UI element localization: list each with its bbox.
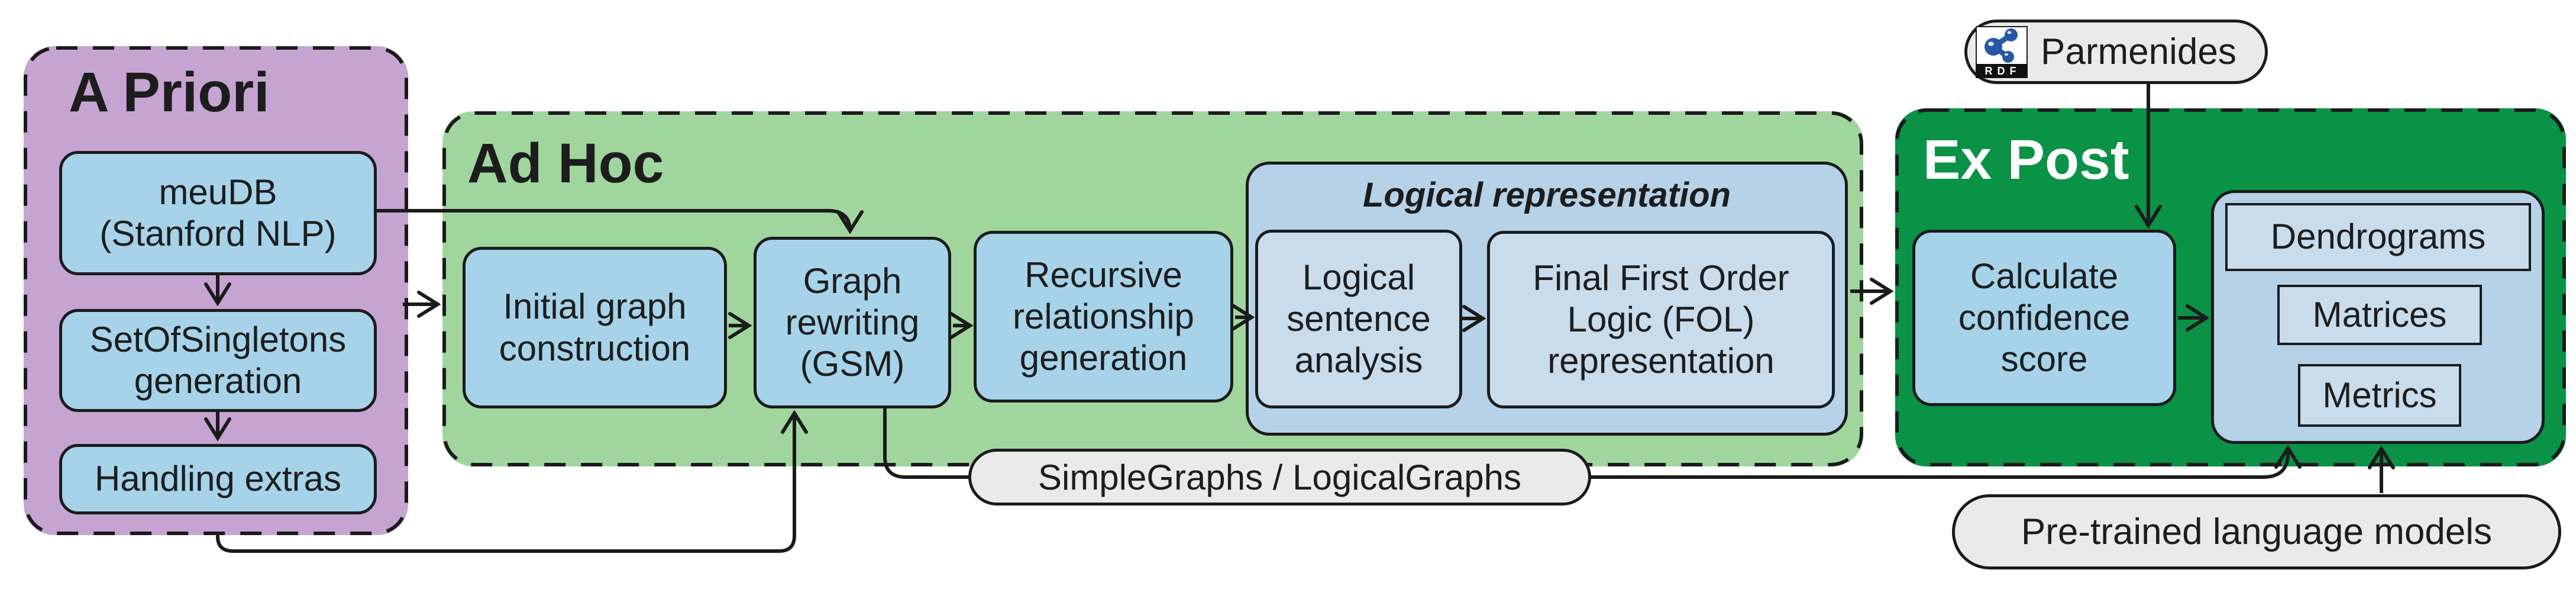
a-priori-title: A Priori bbox=[69, 61, 270, 124]
ex-post-dashed-border bbox=[1895, 108, 2566, 466]
ad-hoc-title: Ad Hoc bbox=[467, 132, 664, 195]
node-meudb: meuDB (Stanford NLP) bbox=[59, 151, 377, 275]
rdf-icon: RDF bbox=[1976, 25, 2028, 78]
node-logical-sentence-analysis: Logical sentence analysis bbox=[1255, 230, 1462, 408]
rdf-icon-label: RDF bbox=[1985, 65, 2021, 77]
logical-representation-title: Logical representation bbox=[1362, 176, 1731, 214]
node-set-of-singletons: SetOfSingletons generation bbox=[59, 309, 377, 412]
node-recursive-relationship: Recursive relationship generation bbox=[974, 231, 1233, 403]
arrow-meudb-to-gsm bbox=[377, 209, 864, 234]
simplegraphs-pill: SimpleGraphs / LogicalGraphs bbox=[968, 449, 1591, 506]
node-fol-representation: Final First Order Logic (FOL) representa… bbox=[1487, 231, 1835, 408]
pretrained-models-pill: Pre-trained language models bbox=[1952, 494, 2561, 569]
node-output-matrices: Matrices bbox=[2277, 285, 2482, 345]
wire-gsm-to-simplegraphs bbox=[883, 408, 971, 479]
parmenides-label: Parmenides bbox=[2041, 31, 2236, 72]
wire-handling-to-gsm bbox=[216, 410, 808, 553]
wire-simplegraphs-to-outputs bbox=[1590, 445, 2302, 479]
ex-post-title: Ex Post bbox=[1923, 128, 2129, 191]
node-graph-rewriting: Graph rewriting (GSM) bbox=[754, 237, 951, 408]
node-calculate-confidence: Calculate confidence score bbox=[1912, 230, 2176, 406]
parmenides-pill: RDF Parmenides bbox=[1964, 20, 2268, 84]
node-output-metrics: Metrics bbox=[2298, 364, 2461, 427]
node-output-dendrograms: Dendrograms bbox=[2225, 203, 2531, 271]
node-handling-extras: Handling extras bbox=[59, 444, 377, 514]
ad-hoc-dashed-border bbox=[442, 111, 1863, 466]
node-initial-graph: Initial graph construction bbox=[463, 247, 727, 408]
